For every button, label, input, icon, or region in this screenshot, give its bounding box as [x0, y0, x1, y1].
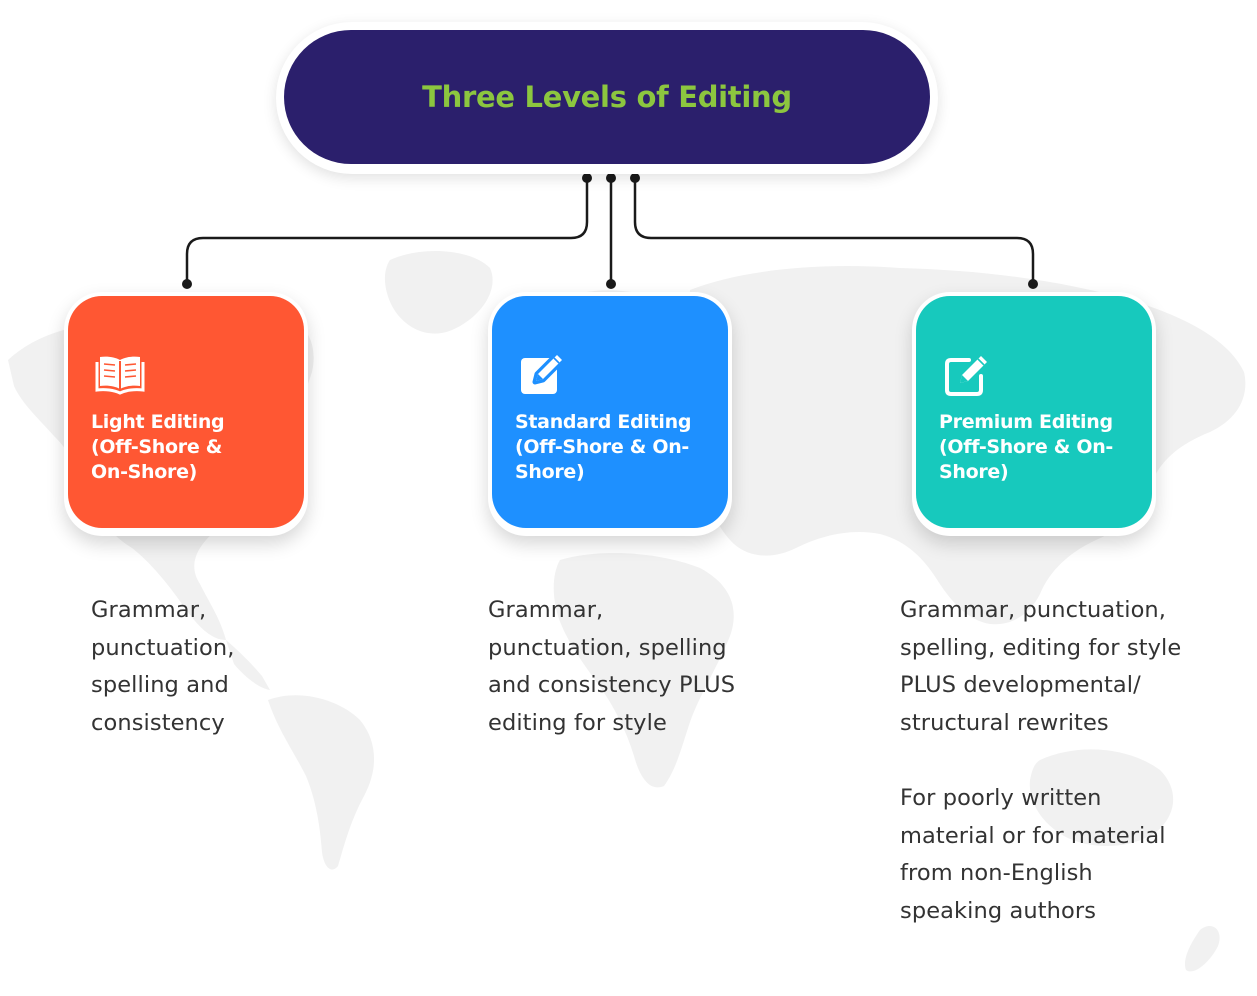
connector-dot [182, 279, 192, 289]
diagram-title: Three Levels of Editing [422, 80, 792, 114]
premium-editing-card-frame: Premium Editing (Off-Shore & On- Shore) [912, 292, 1156, 536]
edit-pencil-icon [521, 352, 566, 394]
connector-dot [606, 279, 616, 289]
premium-editing-card: Premium Editing (Off-Shore & On- Shore) [916, 296, 1152, 528]
connector-dot [606, 173, 616, 183]
title-pill: Three Levels of Editing [276, 22, 938, 174]
light-editing-label: Light Editing (Off-Shore & On-Shore) [91, 411, 225, 483]
light-editing-description: Grammar, punctuation, spelling and consi… [91, 597, 235, 736]
connector-right [633, 178, 1035, 284]
premium-editing-description-block: Grammar, punctuation, spelling, editing … [900, 592, 1181, 930]
premium-editing-note: For poorly written material or for mater… [900, 785, 1166, 924]
connector-dot [630, 173, 640, 183]
light-editing-card: Light Editing (Off-Shore & On-Shore) [68, 296, 304, 528]
open-book-icon [95, 356, 145, 395]
premium-editing-label: Premium Editing (Off-Shore & On- Shore) [939, 411, 1114, 483]
connector-dot [1028, 279, 1038, 289]
premium-editing-description: Grammar, punctuation, spelling, editing … [900, 597, 1182, 736]
standard-editing-card-frame: Standard Editing (Off-Shore & On- Shore) [488, 292, 732, 536]
standard-editing-card: Standard Editing (Off-Shore & On- Shore) [492, 296, 728, 528]
title-pill-inner: Three Levels of Editing [284, 30, 930, 164]
standard-editing-label: Standard Editing (Off-Shore & On- Shore) [515, 411, 692, 483]
connector-left [185, 178, 589, 284]
connector-dot [582, 173, 592, 183]
light-editing-card-frame: Light Editing (Off-Shore & On-Shore) [64, 292, 308, 536]
standard-editing-description: Grammar, punctuation, spelling and consi… [488, 597, 736, 736]
edit-square-icon [945, 356, 987, 396]
